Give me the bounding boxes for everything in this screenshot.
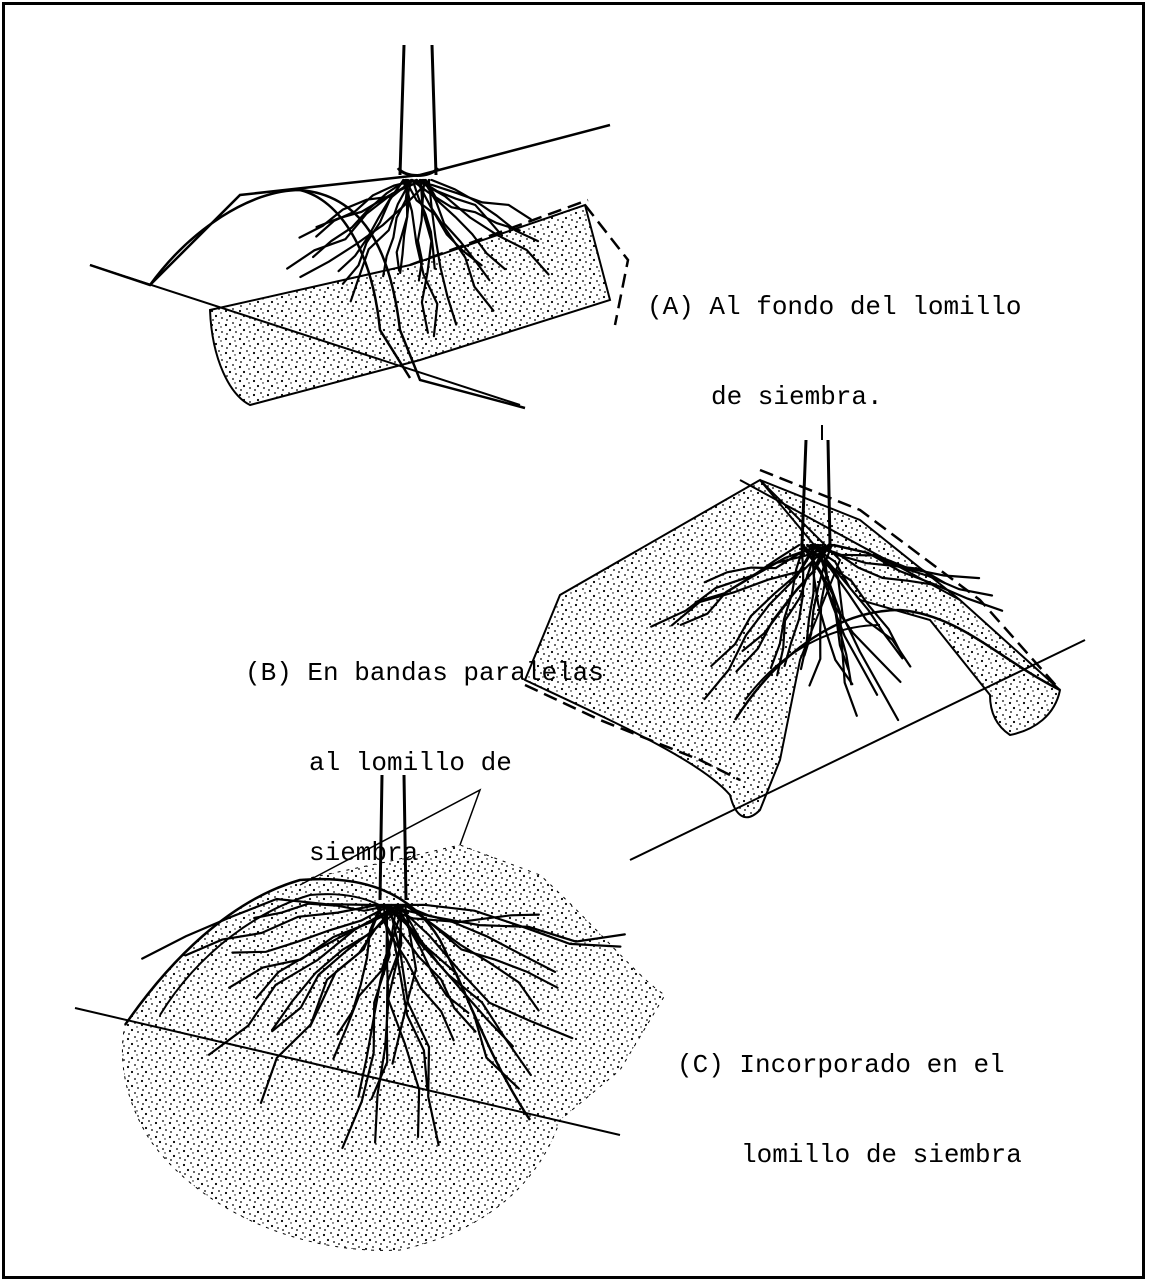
caption-b: (B) En bandas paralelas al lomillo de si…	[245, 598, 604, 898]
panel-a-bottom-of-ridge	[90, 45, 628, 408]
caption-b-line1: (B) En bandas paralelas	[245, 658, 604, 688]
panel-b-parallel-bands	[525, 425, 1085, 860]
panel-a-fertilizer-band	[210, 205, 610, 405]
caption-a-line1: (A) Al fondo del lomillo	[647, 292, 1021, 322]
caption-c-line1: (C) Incorporado en el	[677, 1050, 1022, 1080]
panel-a-stem	[400, 45, 436, 175]
caption-c-line2: lomillo de siembra	[677, 1140, 1022, 1170]
caption-a-line2: de siembra.	[647, 382, 1021, 412]
caption-b-line2: al lomillo de	[245, 748, 604, 778]
caption-c: (C) Incorporado en el lomillo de siembra	[677, 990, 1022, 1200]
caption-b-line3: siembra	[245, 838, 604, 868]
caption-a: (A) Al fondo del lomillo de siembra.	[647, 232, 1021, 442]
